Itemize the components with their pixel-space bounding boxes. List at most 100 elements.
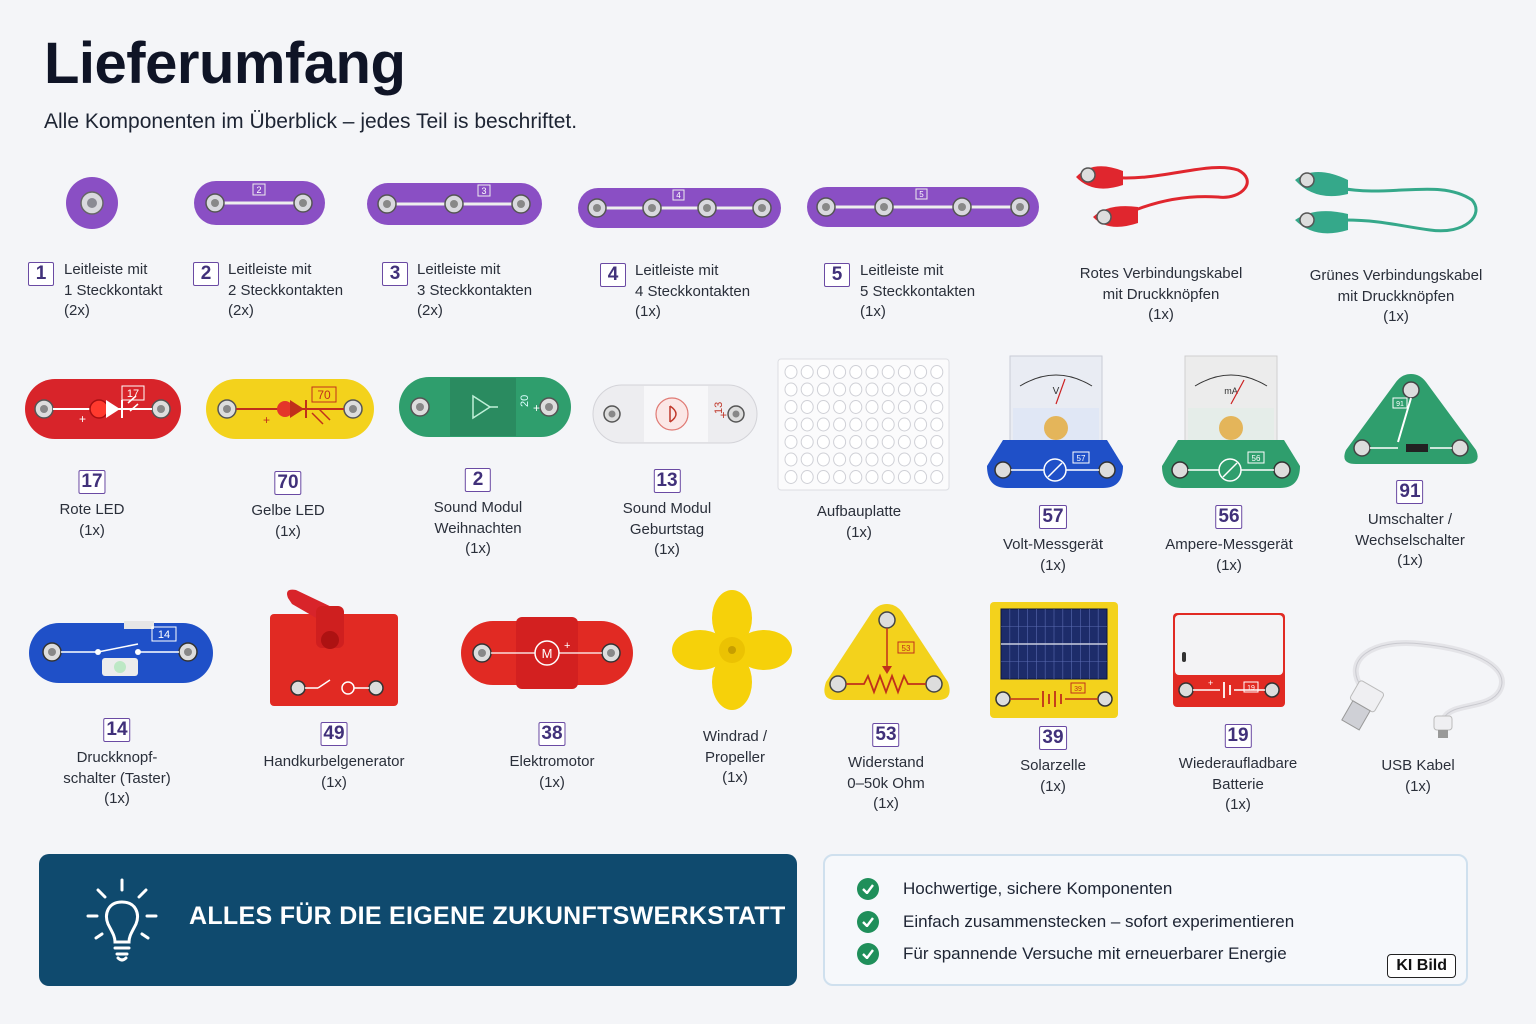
- plate-hole: [865, 435, 879, 449]
- plate-hole: [914, 400, 928, 414]
- item-yellow-led-caption: 70 Gelbe LED(1x): [251, 471, 325, 540]
- plate-hole: [816, 435, 830, 449]
- svg-text:+: +: [263, 413, 270, 427]
- toggle-switch-part: 91: [1344, 374, 1478, 464]
- plate-hole: [881, 365, 895, 379]
- svg-text:57: 57: [1077, 454, 1086, 463]
- plate-hole: [914, 365, 928, 379]
- volt-meter-part: V 57: [987, 355, 1123, 488]
- plate-hole: [849, 382, 863, 397]
- item-number-badge: 53: [872, 723, 900, 747]
- plate-hole: [914, 435, 928, 449]
- item-number-badge: 5: [824, 263, 850, 287]
- svg-text:3: 3: [481, 186, 486, 196]
- svg-text:V: V: [1053, 386, 1060, 397]
- features-box: Hochwertige, sichere Komponenten Einfach…: [823, 854, 1468, 986]
- item-number-badge: 49: [320, 722, 348, 746]
- plate-hole: [881, 382, 895, 397]
- item-number-badge: 56: [1215, 505, 1243, 529]
- plate-hole: [849, 470, 863, 484]
- plate-hole: [930, 435, 944, 449]
- plate-hole: [865, 382, 879, 397]
- plate-hole: [800, 417, 814, 432]
- feature-item: Für spannende Versuche mit erneuerbarer …: [857, 943, 1287, 965]
- plate-hole: [816, 452, 830, 467]
- page-title: Lieferumfang: [44, 31, 406, 96]
- svg-text:4: 4: [676, 191, 681, 200]
- svg-text:+: +: [720, 408, 727, 422]
- item-number-badge: 13: [653, 469, 681, 493]
- plate-hole: [897, 470, 911, 484]
- hand-crank-generator-part: [270, 589, 398, 706]
- plate-hole: [897, 400, 911, 414]
- item-number-badge: 39: [1039, 726, 1067, 750]
- item-number-badge: 91: [1396, 480, 1424, 504]
- propeller-part: [672, 590, 792, 710]
- plate-hole: [881, 452, 895, 467]
- item-number-badge: 2: [193, 262, 219, 286]
- plate-hole: [897, 382, 911, 397]
- item-number-badge: 3: [382, 262, 408, 286]
- item-toggle-switch-caption: 91 Umschalter /Wechselschalter(1x): [1355, 480, 1465, 569]
- plate-hole: [784, 365, 798, 379]
- lightbulb-icon: [86, 878, 158, 962]
- plate-hole: [816, 400, 830, 414]
- svg-text:M: M: [542, 646, 553, 661]
- item-number-badge: 70: [274, 471, 302, 495]
- plate-hole: [816, 417, 830, 432]
- item-number-badge: 57: [1039, 505, 1067, 529]
- item-electric-motor-caption: 38 Elektromotor(1x): [509, 722, 595, 791]
- feature-item: Einfach zusammenstecken – sofort experim…: [857, 911, 1294, 933]
- push-button-part: 14: [29, 621, 213, 683]
- plate-hole: [930, 470, 944, 484]
- svg-text:5: 5: [919, 190, 924, 199]
- plate-hole: [897, 435, 911, 449]
- plate-hole: [833, 365, 847, 379]
- item-number-badge: 17: [78, 470, 106, 494]
- svg-text:70: 70: [317, 388, 331, 402]
- plate-hole: [800, 382, 814, 397]
- plate-hole: [930, 417, 944, 432]
- plate-hole: [800, 470, 814, 484]
- item-propeller-caption: Windrad /Propeller(1x): [702, 728, 768, 786]
- item-volt-meter-caption: 57 Volt-Messgerät(1x): [1002, 505, 1104, 574]
- plate-hole: [914, 452, 928, 467]
- plate-hole: [930, 400, 944, 414]
- plate-hole: [816, 382, 830, 397]
- svg-text:17: 17: [127, 388, 139, 400]
- plate-hole: [865, 452, 879, 467]
- item-usb-cable-caption: USB Kabel(1x): [1381, 757, 1455, 795]
- svg-text:56: 56: [1252, 454, 1261, 463]
- plate-hole: [930, 452, 944, 467]
- plate-hole: [800, 452, 814, 467]
- banner-text: ALLES FÜR DIE EIGENE ZUKUNFTSWERKSTATT: [189, 902, 786, 930]
- item-number-badge: 2: [465, 468, 491, 492]
- usb-cable-part: [1341, 640, 1505, 738]
- plate-hole: [784, 400, 798, 414]
- plate-hole: [800, 400, 814, 414]
- svg-text:14: 14: [158, 629, 170, 641]
- plate-hole: [784, 452, 798, 467]
- electric-motor-part: M +: [461, 617, 633, 689]
- plate-hole: [897, 365, 911, 379]
- plate-hole: [816, 470, 830, 484]
- plate-hole: [865, 470, 879, 484]
- plate-hole: [833, 382, 847, 397]
- resistor-part: 53: [824, 604, 950, 700]
- plate-hole: [930, 365, 944, 379]
- svg-text:+: +: [533, 401, 540, 415]
- sound-module-xmas-part: 20 +: [399, 377, 571, 437]
- plate-hole: [833, 400, 847, 414]
- check-icon: [857, 943, 879, 965]
- check-icon: [857, 878, 879, 900]
- item-number-badge: 1: [28, 262, 54, 286]
- strip-3-contacts-part: 3: [367, 183, 542, 225]
- svg-text:20: 20: [519, 395, 531, 407]
- yellow-led-part: + 70: [206, 379, 374, 439]
- base-plate-part: [777, 358, 950, 491]
